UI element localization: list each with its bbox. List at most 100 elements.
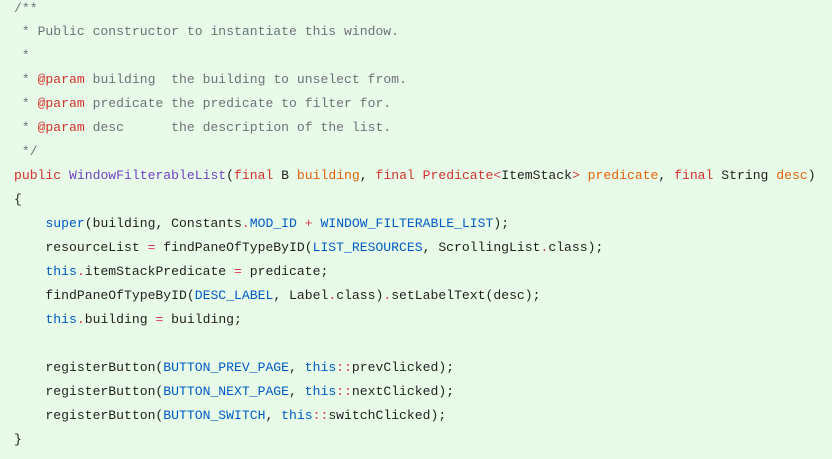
code-token: */: [14, 144, 38, 159]
code-token: @param: [37, 72, 85, 87]
code-token: WINDOW_FILTERABLE_LIST: [320, 216, 494, 231]
code-token: final: [234, 168, 274, 183]
code-line: this.building = building;: [14, 308, 832, 332]
code-token: building: [84, 312, 156, 327]
code-token: .: [76, 264, 85, 279]
code-token: public: [14, 168, 62, 183]
code-token: .: [540, 240, 549, 255]
code-line: registerButton(BUTTON_PREV_PAGE, this::p…: [14, 356, 832, 380]
code-token: {: [14, 192, 22, 207]
code-token: (building, Constants: [84, 216, 242, 231]
code-token: Predicate: [422, 168, 494, 183]
code-token: prevClicked);: [351, 360, 455, 375]
code-token: super: [45, 216, 85, 231]
code-token: registerButton(: [14, 384, 164, 399]
code-token: WindowFilterableList: [69, 168, 227, 183]
code-token: <: [493, 168, 502, 183]
code-line: super(building, Constants.MOD_ID + WINDO…: [14, 212, 832, 236]
code-token: ,: [265, 408, 282, 423]
code-token: *: [14, 48, 30, 63]
code-token: +: [304, 216, 313, 231]
code-token: building;: [163, 312, 242, 327]
code-token: MOD_ID: [249, 216, 297, 231]
code-token: DESC_LABEL: [194, 288, 274, 303]
code-token: BUTTON_NEXT_PAGE: [163, 384, 290, 399]
code-token: ,: [359, 168, 376, 183]
code-line: */: [14, 140, 832, 164]
code-token: *: [14, 120, 38, 135]
code-token: desc: [776, 168, 808, 183]
code-token: .: [76, 312, 85, 327]
code-token: @param: [37, 120, 85, 135]
code-token: this: [281, 408, 313, 423]
code-token: =: [234, 264, 242, 279]
code-token: building: [296, 168, 360, 183]
code-token: * Public constructor to instantiate this…: [14, 24, 400, 39]
code-token: class): [336, 288, 384, 303]
code-token: .: [328, 288, 337, 303]
code-line: * @param predicate the predicate to filt…: [14, 92, 832, 116]
code-token: >: [571, 168, 580, 183]
code-token: *: [14, 72, 38, 87]
code-token: nextClicked);: [351, 384, 455, 399]
code-token: BUTTON_SWITCH: [163, 408, 266, 423]
code-line: [14, 332, 832, 356]
code-line: registerButton(BUTTON_NEXT_PAGE, this::n…: [14, 380, 832, 404]
code-token: findPaneOfTypeByID(: [155, 240, 313, 255]
code-token: B: [273, 168, 297, 183]
code-token: ,: [289, 384, 305, 399]
code-token: setLabelText(desc);: [391, 288, 541, 303]
code-token: this: [304, 360, 337, 375]
code-token: final: [674, 168, 714, 183]
code-token: );: [493, 216, 510, 231]
code-token: itemStackPredicate: [84, 264, 235, 279]
code-token: registerButton(: [14, 408, 164, 423]
code-token: desc the description of the list.: [84, 120, 392, 135]
code-token: predicate: [587, 168, 659, 183]
code-token: ItemStack: [501, 168, 572, 183]
code-line: * @param building the building to unsele…: [14, 68, 832, 92]
code-token: [61, 168, 69, 183]
code-token: this: [45, 264, 77, 279]
code-token: ::: [336, 384, 352, 399]
code-token: switchClicked);: [328, 408, 447, 423]
code-line: resourceList = findPaneOfTypeByID(LIST_R…: [14, 236, 832, 260]
code-token: =: [155, 312, 164, 327]
code-line: findPaneOfTypeByID(DESC_LABEL, Label.cla…: [14, 284, 832, 308]
code-token: ::: [312, 408, 329, 423]
code-token: final: [375, 168, 415, 183]
code-token: [415, 168, 423, 183]
code-token: .: [383, 288, 392, 303]
code-line: * @param desc the description of the lis…: [14, 116, 832, 140]
code-token: @param: [37, 96, 85, 111]
code-token: BUTTON_PREV_PAGE: [163, 360, 290, 375]
code-token: [297, 216, 305, 231]
code-line: *: [14, 44, 832, 68]
code-token: }: [14, 432, 22, 447]
code-line: * Public constructor to instantiate this…: [14, 20, 832, 44]
code-line: {: [14, 188, 832, 212]
code-token: ::: [336, 360, 352, 375]
code-token: /**: [14, 1, 38, 16]
code-token: .: [241, 216, 250, 231]
code-token: [580, 168, 588, 183]
code-token: building the building to unselect from.: [84, 72, 407, 87]
code-token: this: [304, 384, 337, 399]
code-token: [14, 264, 45, 279]
code-token: ,: [289, 360, 305, 375]
code-token: predicate the predicate to filter for.: [84, 96, 392, 111]
code-token: findPaneOfTypeByID(: [14, 288, 195, 303]
code-token: LIST_RESOURCES: [312, 240, 423, 255]
code-line: this.itemStackPredicate = predicate;: [14, 260, 832, 284]
code-token: this: [45, 312, 77, 327]
code-line: }: [14, 428, 832, 452]
code-token: *: [14, 96, 38, 111]
code-token: registerButton(: [14, 360, 164, 375]
code-token: class);: [548, 240, 604, 255]
code-line: /**: [14, 0, 832, 20]
code-line: registerButton(BUTTON_SWITCH, this::swit…: [14, 404, 832, 428]
code-token: ): [807, 168, 816, 183]
code-token: (: [226, 168, 235, 183]
code-token: [14, 312, 45, 327]
